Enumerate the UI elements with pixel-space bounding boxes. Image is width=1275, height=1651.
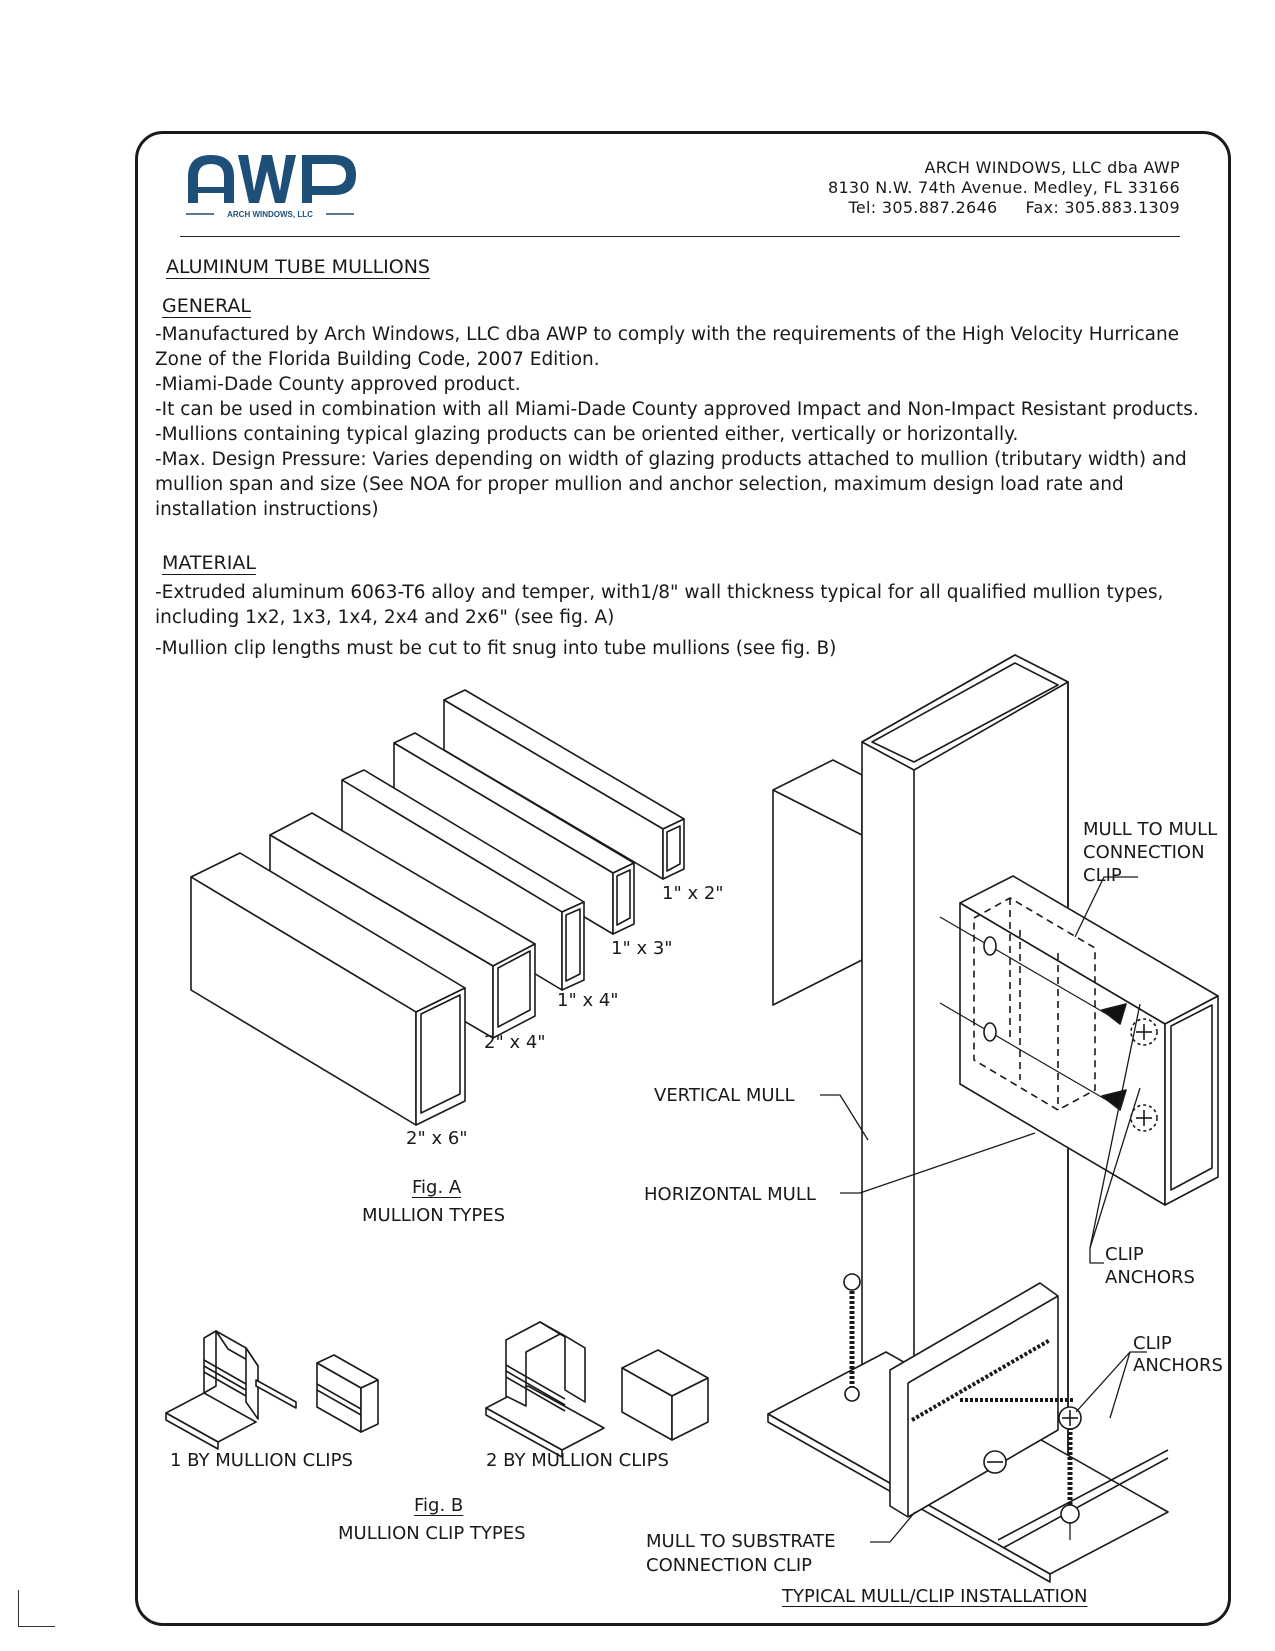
fig-b-label: Fig. B (414, 1495, 464, 1516)
awp-logo: ARCH WINDOWS, LLC (186, 155, 356, 219)
material-line: -Extruded aluminum 6063-T6 alloy and tem… (155, 582, 1164, 628)
crop-mark (18, 1590, 55, 1627)
company-phone-fax: Tel: 305.887.2646 Fax: 305.883.1309 (700, 198, 1180, 218)
document-title: ALUMINUM TUBE MULLIONS (166, 256, 430, 278)
general-line: -Manufactured by Arch Windows, LLC dba A… (155, 324, 1180, 370)
material-heading: MATERIAL (162, 552, 256, 574)
general-line: -Mullions containing typical glazing pro… (155, 424, 1019, 445)
company-fax: Fax: 305.883.1309 (1025, 198, 1180, 217)
size-label-1x4: 1" x 4" (557, 990, 619, 1011)
fig-a-caption: MULLION TYPES (362, 1205, 506, 1226)
fig-a-label: Fig. A (412, 1177, 462, 1198)
size-label-2x6: 2" x 6" (406, 1128, 468, 1149)
company-name: ARCH WINDOWS, LLC dba AWP (924, 158, 1180, 177)
installation-caption: TYPICAL MULL/CLIP INSTALLATION (782, 1586, 1088, 1607)
mullion-tube-2x6 (190, 852, 466, 1126)
material-notes: -Extruded aluminum 6063-T6 alloy and tem… (155, 580, 1215, 661)
company-address: 8130 N.W. 74th Avenue. Medley, FL 33166 (827, 178, 1180, 197)
one-by-mullion-clip-channel (316, 1354, 379, 1433)
logo-tagline: ARCH WINDOWS, LLC (227, 210, 313, 219)
vertical-mull-label: VERTICAL MULL (654, 1085, 795, 1106)
company-info: ARCH WINDOWS, LLC dba AWP 8130 N.W. 74th… (700, 158, 1180, 218)
clip-anchor-screws-upper (939, 916, 1158, 1132)
general-line: -It can be used in combination with all … (155, 399, 1199, 420)
general-line: -Miami-Dade County approved product. (155, 374, 521, 395)
size-label-1x2: 1" x 2" (662, 883, 724, 904)
two-by-mullion-clip-channel (621, 1349, 709, 1441)
general-line: -Max. Design Pressure: Varies depending … (155, 449, 1187, 520)
fig-b-caption: MULLION CLIP TYPES (338, 1523, 526, 1544)
material-line: -Mullion clip lengths must be cut to fit… (155, 638, 837, 659)
drawing-sheet-border (135, 131, 1231, 1626)
size-label-1x3: 1" x 3" (611, 938, 673, 959)
two-by-clips-label: 2 BY MULLION CLIPS (486, 1450, 669, 1471)
mull-to-mull-label: MULL TO MULL CONNECTION CLIP (1083, 819, 1218, 886)
leader-lines (820, 876, 1147, 1543)
horizontal-mull-label: HORIZONTAL MULL (644, 1184, 816, 1205)
mullion-tube-1x2 (443, 689, 685, 880)
general-heading: GENERAL (162, 295, 251, 317)
two-by-mullion-clip-angle (485, 1321, 605, 1458)
mull-to-substrate-label: MULL TO SUBSTRATE CONNECTION CLIP (646, 1531, 836, 1576)
one-by-clips-label: 1 BY MULLION CLIPS (170, 1450, 353, 1471)
size-label-2x4: 2" x 4" (484, 1032, 546, 1053)
horizontal-mull-back (772, 759, 863, 1006)
mull-to-mull-clip (973, 897, 1096, 1111)
clip-anchors-label-upper: CLIP ANCHORS (1105, 1244, 1195, 1288)
one-by-mullion-clip-angle (165, 1330, 297, 1450)
substrate-clip-anchors (843, 1273, 1082, 1524)
general-notes: -Manufactured by Arch Windows, LLC dba A… (155, 322, 1215, 522)
company-tel: Tel: 305.887.2646 (848, 198, 998, 217)
clip-anchors-label-lower: CLIP ANCHORS (1133, 1333, 1223, 1376)
header-rule (180, 236, 1180, 237)
